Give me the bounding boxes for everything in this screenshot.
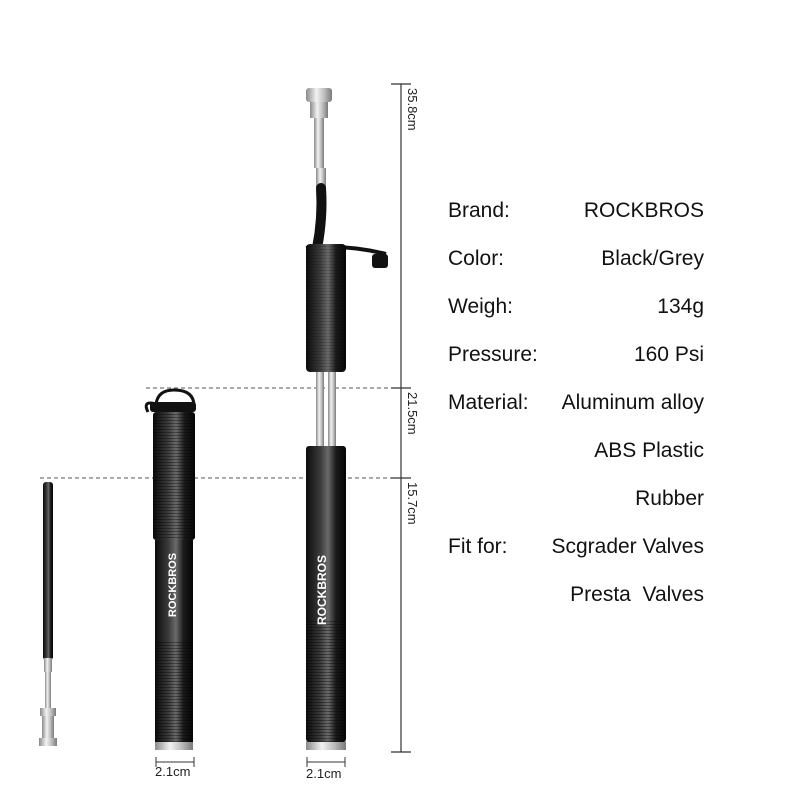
width-markers	[155, 757, 346, 767]
spec-fit-key: Fit for:	[448, 535, 508, 558]
spec-color-value: Black/Grey	[601, 247, 704, 270]
spec-material-3-value: Rubber	[635, 487, 704, 510]
measuring-line	[391, 83, 411, 753]
spec-weight-value: 134g	[657, 295, 704, 318]
spec-fit-value: Scgrader Valves	[551, 535, 704, 558]
spec-pressure-key: Pressure:	[448, 343, 538, 366]
compact-pump: ROCKBROS	[144, 388, 196, 750]
spec-brand-value: ROCKBROS	[583, 199, 704, 222]
brand-logo-large: ROCKBROS	[315, 555, 329, 625]
spec-brand-key: Brand:	[448, 199, 510, 222]
hose-accessory	[39, 482, 57, 746]
short-length-label: 15.7cm	[405, 482, 420, 525]
spec-color-key: Color:	[448, 247, 505, 270]
dimension-guides	[40, 387, 400, 479]
total-length-label: 35.8cm	[405, 88, 420, 131]
extended-pump: ROCKBROS	[305, 88, 388, 750]
brand-logo-small: ROCKBROS	[167, 553, 179, 617]
spec-material-2-value: ABS Plastic	[594, 439, 704, 462]
spec-weight-key: Weigh:	[448, 295, 513, 318]
small-pump-width-label: 2.1cm	[155, 764, 191, 779]
large-pump-width-label: 2.1cm	[306, 766, 342, 781]
spec-material-key: Material:	[448, 391, 529, 414]
mid-length-label: 21.5cm	[405, 392, 420, 435]
spec-pressure-value: 160 Psi	[633, 343, 704, 366]
spec-fit-2-value: Presta Valves	[570, 583, 704, 606]
spec-material-value: Aluminum alloy	[561, 391, 704, 414]
